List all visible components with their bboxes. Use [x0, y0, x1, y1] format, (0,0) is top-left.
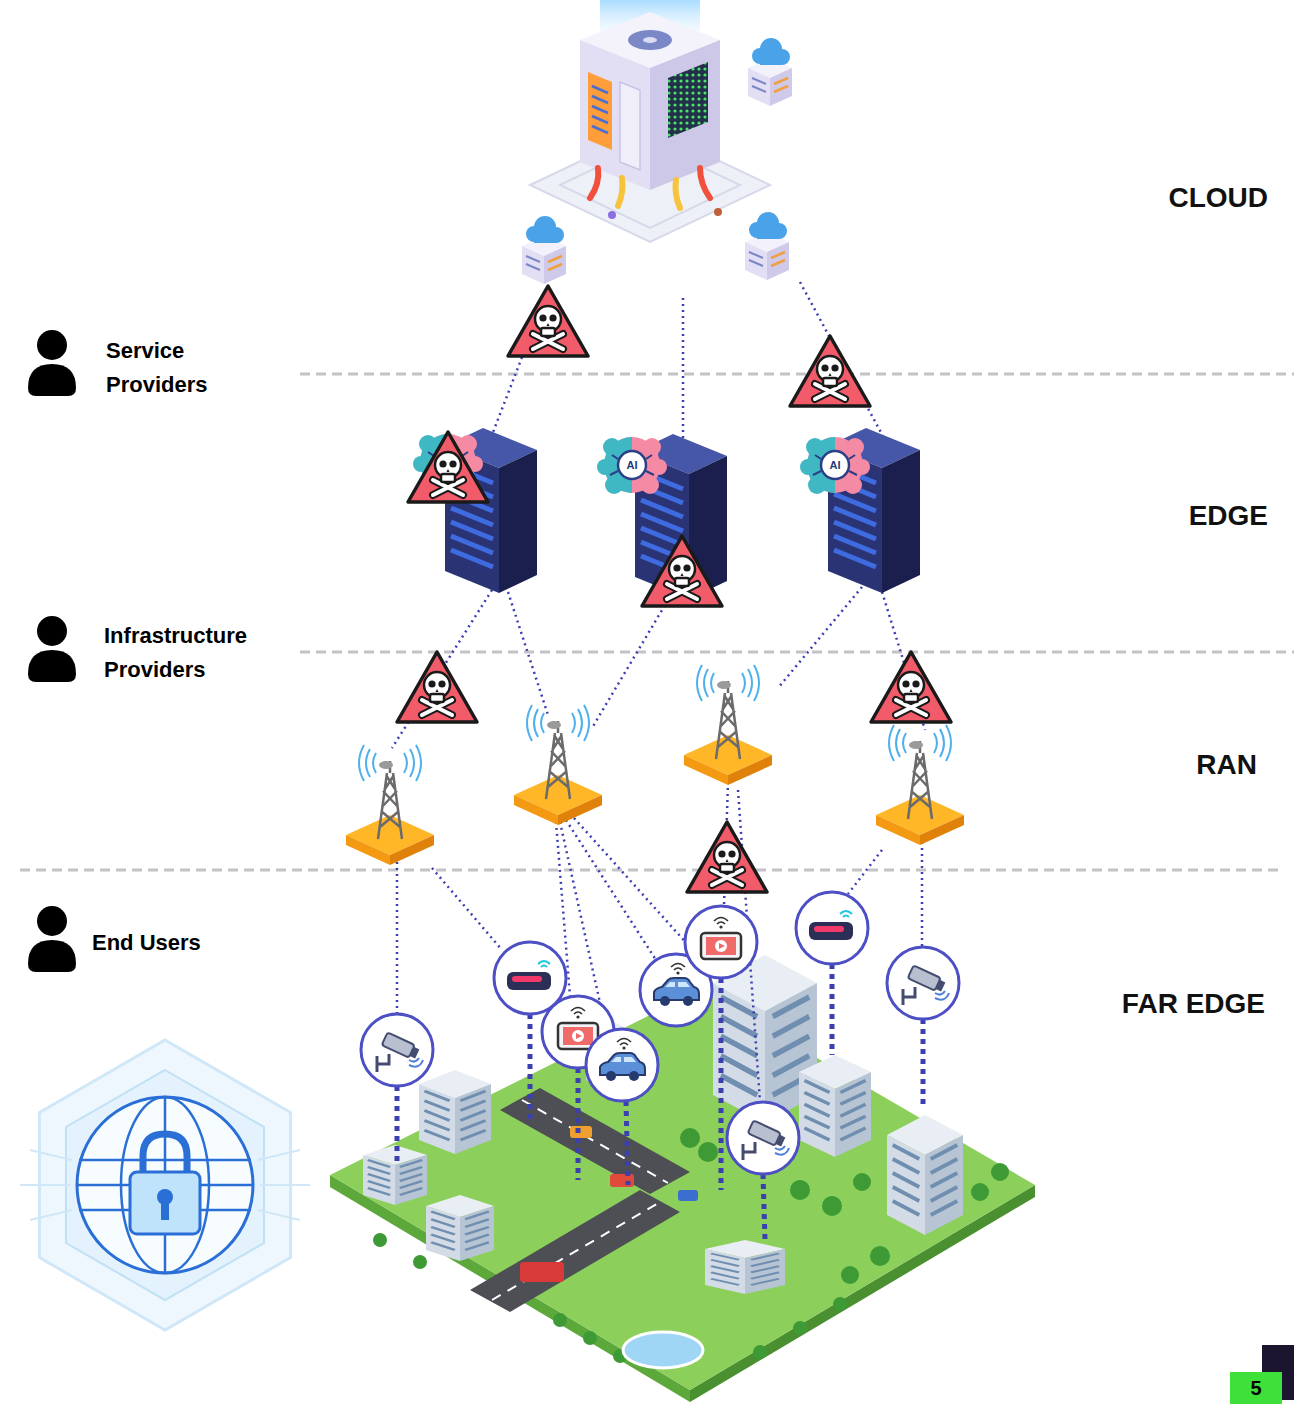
role-label: Infrastructure Providers [104, 619, 294, 687]
radio-tower [876, 725, 964, 845]
page-number: 5 [1250, 1377, 1261, 1400]
led-display [668, 62, 708, 138]
car [570, 1126, 592, 1138]
ai-badge-text: AI [815, 458, 855, 472]
building [419, 1070, 491, 1154]
radio-tower [346, 745, 434, 865]
cloud-server [748, 38, 792, 106]
building [363, 1145, 427, 1205]
car [610, 1174, 634, 1187]
hazard-sign [408, 432, 488, 502]
lock-body [130, 1172, 200, 1234]
person-icon [28, 616, 76, 682]
layer-title: RAN [1029, 748, 1257, 782]
truck [520, 1262, 564, 1282]
cloud-datacenter [522, 0, 792, 284]
cube-door [620, 82, 640, 170]
network-links [392, 282, 925, 1102]
person-icon [28, 906, 76, 972]
camera-device [727, 1102, 799, 1174]
ai-brain [800, 437, 870, 494]
role-label: Service Providers [106, 334, 236, 402]
layer-separators [20, 374, 1294, 870]
ai-badge-text: AI [612, 458, 652, 472]
hazard-sign [871, 652, 951, 722]
hazard-sign [508, 286, 588, 356]
cube-face [580, 40, 650, 190]
cable [676, 180, 681, 208]
lock-shackle [143, 1134, 187, 1176]
keyhole [161, 1200, 169, 1220]
car [678, 1190, 698, 1201]
cable [618, 178, 623, 206]
radio-tower [514, 705, 602, 825]
cube-fan [628, 30, 672, 50]
cube-fan [643, 37, 657, 43]
hazard-sign [642, 536, 722, 606]
layer-title: CLOUD [1040, 181, 1268, 215]
hazard-sign [687, 822, 767, 892]
layer-title: EDGE [1040, 499, 1268, 533]
trees [373, 1128, 1009, 1363]
ai-brain [597, 437, 667, 494]
hexagon [66, 1070, 264, 1300]
radio-tower [684, 665, 772, 785]
globe [77, 1097, 253, 1273]
person-icon [28, 330, 76, 396]
cloud-server [522, 216, 566, 284]
globe-lines [77, 1097, 253, 1273]
cable [700, 168, 710, 198]
separator-line [300, 373, 1294, 376]
building [426, 1195, 494, 1261]
page-number-box: 5 [1230, 1372, 1282, 1404]
hexagon [39, 1040, 290, 1330]
building [799, 1055, 871, 1157]
layer-title: FAR EDGE [985, 987, 1265, 1021]
ground [330, 990, 1035, 1390]
pond [623, 1332, 703, 1368]
base-dot [714, 208, 722, 216]
base-dot [608, 211, 616, 219]
separator-line [300, 651, 1294, 654]
building [887, 1115, 963, 1235]
hazard-sign [790, 336, 870, 406]
camera-device [887, 947, 959, 1019]
security-globe [20, 1040, 310, 1330]
car-device [586, 1029, 658, 1101]
cable [590, 168, 598, 198]
cube-panel [588, 72, 612, 150]
cube-slots [592, 86, 608, 133]
hazard-sign [397, 652, 477, 722]
cube-side [650, 40, 720, 190]
video-device [685, 906, 757, 978]
vr-device [796, 892, 868, 964]
city [330, 955, 1035, 1402]
separator-line [20, 869, 1280, 872]
cloud-server [745, 212, 789, 280]
role-label: End Users [92, 926, 262, 960]
camera-device [361, 1014, 433, 1086]
building [705, 1240, 785, 1294]
